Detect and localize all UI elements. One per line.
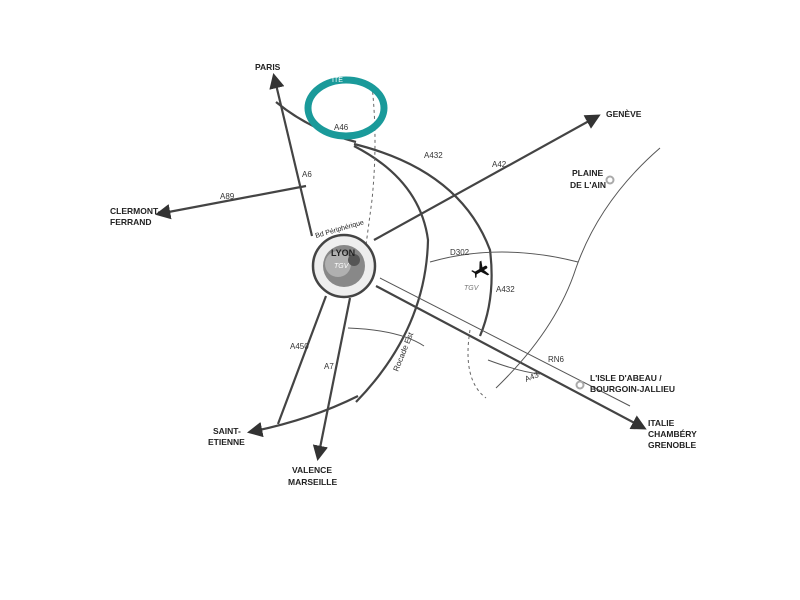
airplane-icon [471, 260, 490, 278]
dest-valence-2: MARSEILLE [288, 477, 337, 487]
dest-italie-1: ITALIE [648, 418, 675, 428]
highlight-text: ITE [332, 77, 343, 84]
dest-plaine-2: DE L'AIN [570, 180, 606, 190]
dashed-east-loop [467, 329, 487, 399]
label-a432-right: A432 [496, 285, 515, 294]
label-a7: A7 [324, 362, 334, 371]
road-d302 [429, 251, 579, 263]
lyon-station-dot [348, 254, 360, 266]
lyon-core-inner [325, 251, 351, 277]
label-a450: A450 [290, 342, 309, 351]
label-rn6: RN6 [548, 355, 565, 364]
label-a46: A46 [334, 123, 349, 132]
airport-tgv-logo: TGV [464, 285, 480, 292]
road-plaine-ain [495, 147, 661, 389]
lyon-center: LYON TGV Bd Périphérique [311, 219, 377, 299]
secondary-roads [347, 147, 661, 407]
label-a432-top: A432 [424, 151, 443, 160]
dest-italie-3: GRENOBLE [648, 440, 697, 450]
dest-stetienne-2: ETIENNE [208, 437, 245, 447]
dest-clermont-1: CLERMONT- [110, 206, 161, 216]
dashed-paths [359, 85, 487, 399]
road-a43-curve [487, 359, 541, 375]
road-a43-italie [375, 285, 647, 430]
label-a89: A89 [220, 192, 235, 201]
road-a42-geneve [373, 114, 601, 241]
road-rn6 [379, 277, 631, 407]
airport: TGV [464, 260, 490, 292]
road-a6-paris [269, 73, 314, 237]
road-a7-valence [312, 297, 352, 462]
plaine-ain-marker [605, 175, 615, 185]
dest-clermont-2: FERRAND [110, 217, 152, 227]
dest-stetienne-1: SAINT- [213, 426, 241, 436]
dest-isle-1: L'ISLE D'ABEAU / [590, 373, 662, 383]
dest-plaine-1: PLAINE [572, 168, 604, 178]
lyon-label: LYON [331, 248, 355, 258]
label-a42: A42 [492, 160, 507, 169]
location-markers [575, 175, 615, 390]
dest-italie-2: CHAMBÉRY [648, 429, 697, 439]
label-a6: A6 [302, 170, 312, 179]
highlight-ring-icon: ITE [304, 76, 388, 140]
label-d302: D302 [450, 248, 470, 257]
road-a450-saint-etienne [276, 295, 328, 425]
dest-geneve: GENÈVE [606, 109, 642, 119]
dest-valence-1: VALENCE [292, 465, 332, 475]
road-rocade-est [353, 145, 430, 403]
road-a89-clermont [154, 184, 307, 220]
road-inner-arc [347, 327, 425, 347]
road-saint-etienne-branch [246, 395, 359, 438]
highways [154, 73, 647, 462]
tgv-logo-icon: TGV [334, 263, 350, 270]
dest-paris: PARIS [255, 62, 281, 72]
road-a432-arc [353, 142, 493, 337]
dest-isle-2: BOURGOIN-JALLIEU [590, 384, 675, 394]
destination-labels: PARIS GENÈVE CLERMONT- FERRAND PLAINE DE… [110, 62, 697, 487]
isle-abeau-marker [575, 380, 585, 390]
